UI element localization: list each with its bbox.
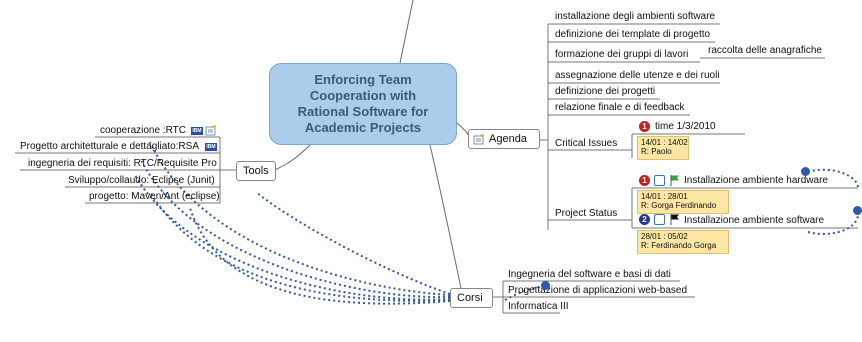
corsi-item[interactable]: Ingegneria del software e basi di dati: [508, 269, 671, 280]
priority-1-icon: 1: [639, 121, 650, 132]
connector-handle[interactable]: [541, 281, 550, 290]
status-task-software[interactable]: Installazione ambiente software: [684, 215, 825, 226]
priority-2-icon: 2: [639, 214, 650, 225]
agenda-node[interactable]: Agenda: [468, 129, 540, 149]
note-resource: R: Ferdinando Gorga: [641, 241, 717, 250]
notes-icon: [473, 134, 484, 145]
connector-top: [399, 0, 414, 64]
central-topic[interactable]: Enforcing Team Cooperation with Rational…: [269, 63, 457, 145]
task-checkbox[interactable]: [654, 175, 665, 186]
corsi-item[interactable]: Progettazione di applicazioni web-based: [508, 285, 688, 296]
agenda-item[interactable]: definizione dei template di progetto: [555, 29, 711, 40]
tools-item[interactable]: Progetto architetturale e dettagliato:RS…: [20, 141, 199, 152]
agenda-item[interactable]: installazione degli ambienti software: [555, 11, 716, 22]
agenda-subitem[interactable]: raccolta delle anagrafiche: [708, 45, 822, 56]
critical-note: 14/01 : 14/02 R: Paolo: [637, 136, 689, 160]
tools-item[interactable]: ingegneria dei requisiti: RTC/Requisite …: [28, 158, 217, 169]
corsi-label: Corsi: [457, 292, 483, 304]
connector-tools: [274, 144, 311, 171]
critical-task[interactable]: time 1/3/2010: [655, 121, 716, 132]
ibm-logo-icon: IBM: [205, 143, 217, 151]
software-note: 28/01 : 05/02 R: Ferdinando Gorga: [637, 230, 729, 254]
connector-handle[interactable]: [801, 167, 810, 176]
connector-handle[interactable]: [853, 206, 862, 215]
connector-corsi: [429, 144, 463, 294]
tools-label: Tools: [243, 165, 269, 177]
tools-item[interactable]: cooperazione :RTC: [100, 125, 186, 136]
agenda-item[interactable]: assegnazione delle utenze e dei ruoli: [555, 70, 720, 81]
status-task-hardware[interactable]: Installazione ambiente hardware: [684, 175, 828, 186]
tools-item[interactable]: progetto: Maven/Ant (eclipse): [89, 191, 220, 202]
agenda-item[interactable]: definizione dei progetti: [555, 86, 656, 97]
corsi-item[interactable]: Informatica III: [508, 301, 569, 312]
note-dates: 14/01 : 14/02: [641, 138, 688, 147]
black-flag-icon: [670, 214, 679, 225]
note-dates: 14/01 : 28/01: [641, 192, 688, 201]
task-checkbox[interactable]: [654, 214, 665, 225]
critical-issues-label[interactable]: Critical Issues: [555, 138, 618, 149]
note-resource: R: Paolo: [641, 147, 672, 156]
note-dates: 28/01 : 05/02: [641, 232, 688, 241]
agenda-label: Agenda: [489, 133, 527, 145]
tools-item[interactable]: Sviluppo/collaudo: Eclipse (Junit): [68, 175, 215, 186]
hardware-note: 14/01 : 28/01 R: Gorga Ferdinando: [637, 190, 729, 214]
corsi-node[interactable]: Corsi: [450, 288, 493, 308]
note-resource: R: Gorga Ferdinando: [641, 201, 717, 210]
agenda-item[interactable]: relazione finale e di feedback: [555, 102, 685, 113]
green-flag-icon: [670, 175, 679, 186]
ibm-logo-icon: IBM: [191, 127, 203, 135]
notes-icon: [205, 125, 216, 136]
priority-1-icon: 1: [639, 175, 650, 186]
project-status-label[interactable]: Project Status: [555, 208, 618, 219]
tools-node[interactable]: Tools: [236, 161, 276, 181]
agenda-item[interactable]: formazione dei gruppi di lavori: [555, 49, 689, 60]
